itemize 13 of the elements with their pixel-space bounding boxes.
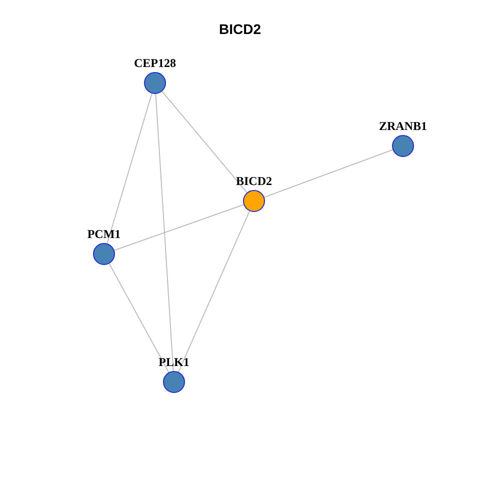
edge-line [264, 149, 394, 198]
node-label: PLK1 [158, 356, 190, 368]
edge-line [114, 204, 244, 251]
node-label: CEP128 [134, 57, 176, 69]
node-label: ZRANB1 [379, 120, 427, 132]
node-label: BICD2 [236, 175, 272, 187]
edge-line [106, 93, 152, 244]
edge-line [155, 94, 174, 372]
edge-line [162, 90, 248, 194]
edge-line [178, 210, 250, 372]
node-label: PCM1 [87, 228, 121, 240]
edge-line [108, 263, 170, 373]
chart-title: BICD2 [218, 22, 262, 36]
